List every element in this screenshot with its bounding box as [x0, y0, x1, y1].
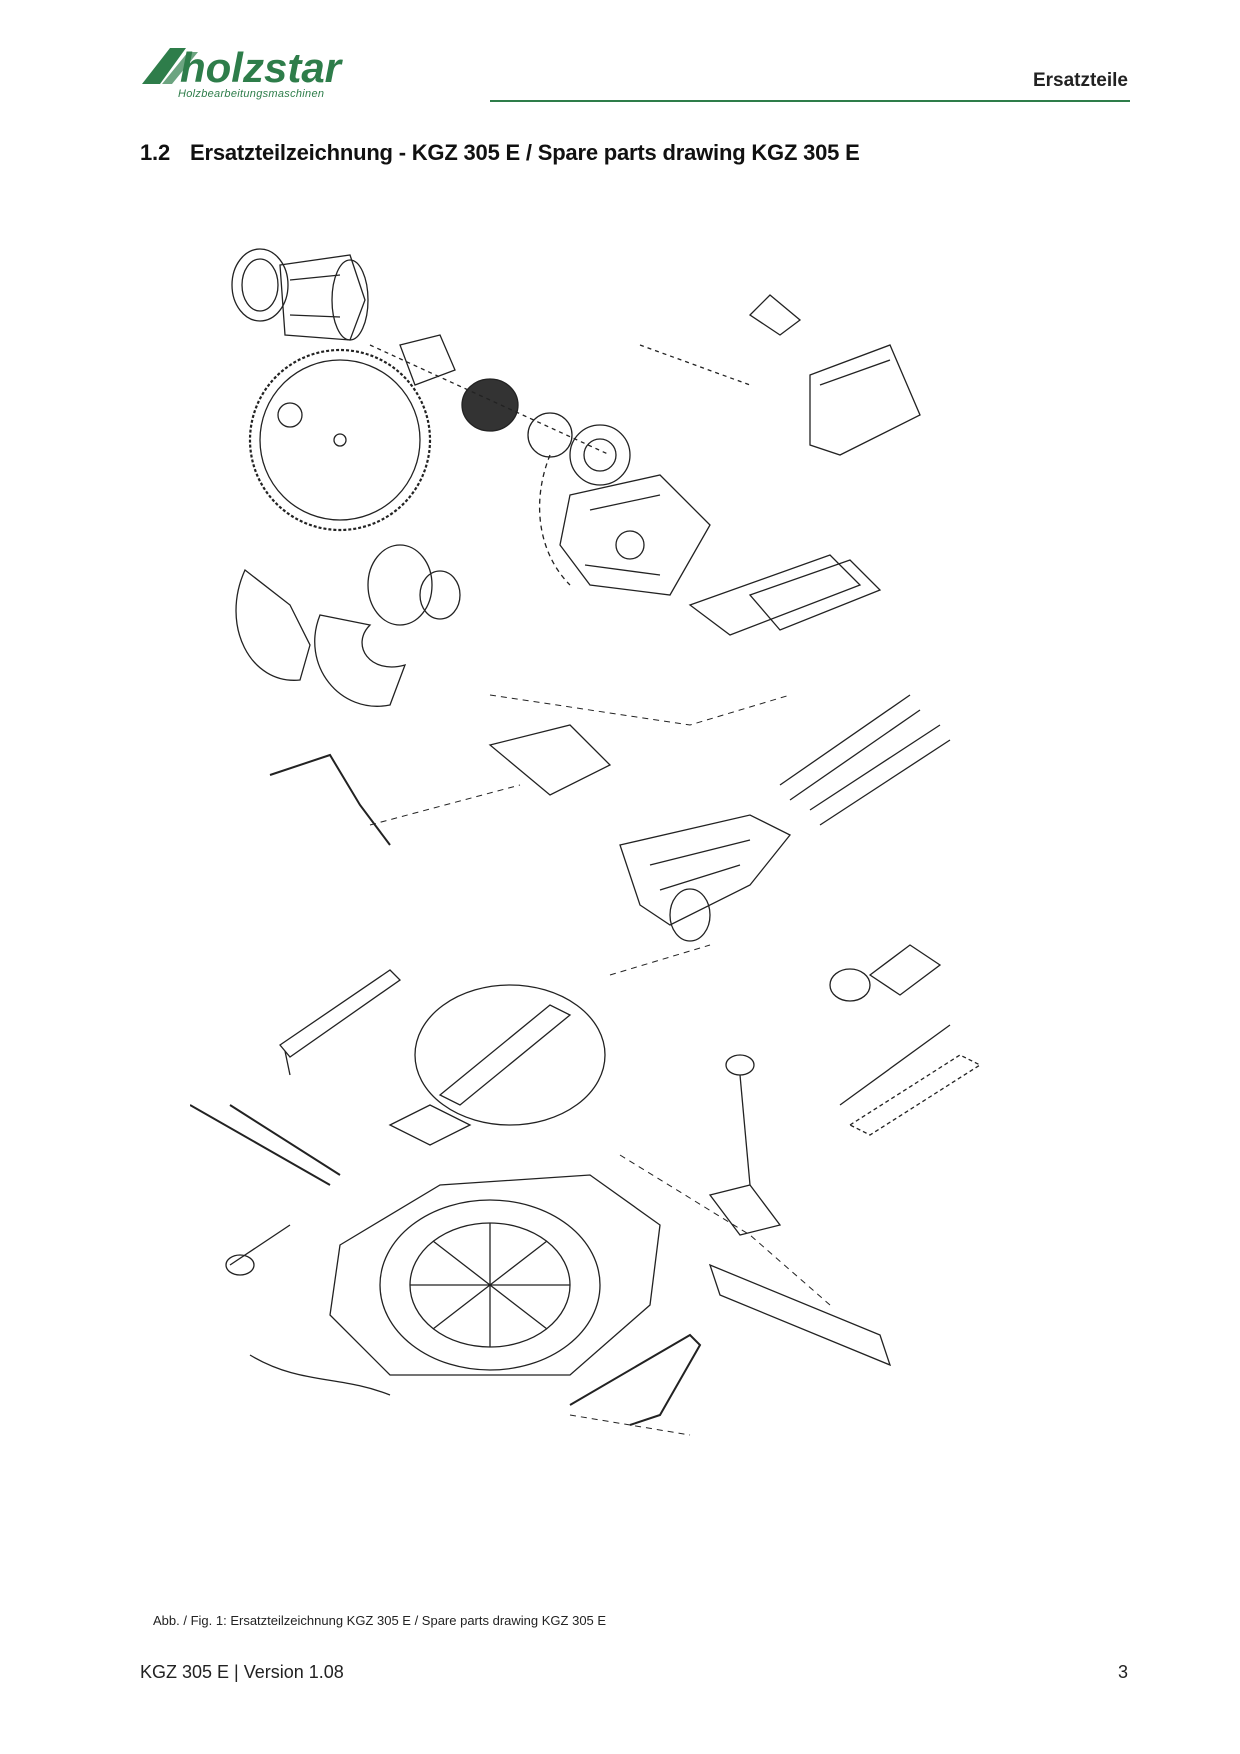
extension-table-drawing — [708, 944, 982, 1367]
blade-guard-drawing — [235, 544, 461, 707]
armature-drawing — [369, 334, 631, 486]
saw-blade-drawing — [248, 348, 432, 532]
section-number: 1.2 — [140, 140, 170, 165]
header-divider — [490, 100, 1130, 102]
handle-drawing — [639, 294, 921, 456]
exploded-view-illustration — [189, 248, 982, 1436]
brand-logo: holzstar Holzbearbeitungsmaschinen — [140, 44, 420, 106]
page-title: 1.2 Ersatzteilzeichnung - KGZ 305 E / Spa… — [140, 140, 860, 166]
motor-housing-drawing — [231, 248, 369, 341]
gear-housing-drawing — [539, 454, 711, 596]
slide-rails-drawing — [779, 694, 951, 826]
logo-tagline: Holzbearbeitungsmaschinen — [178, 88, 325, 100]
swivel-arm-drawing — [269, 724, 792, 942]
footer-model-version: KGZ 305 E | Version 1.08 — [140, 1662, 344, 1682]
holzstar-logo-mark: holzstar — [142, 44, 344, 91]
section-label: Ersatzteile — [1032, 70, 1128, 91]
section-title: Ersatzteilzeichnung - KGZ 305 E / Spare … — [190, 140, 860, 165]
figure-caption: Abb. / Fig. 1: Ersatzteilzeichnung KGZ 3… — [153, 1613, 607, 1628]
logo-wordmark: holzstar — [180, 44, 344, 91]
page-number: 3 — [1117, 1662, 1128, 1682]
belt-cover-drawing — [688, 554, 882, 636]
fence-drawing — [279, 969, 402, 1076]
turntable-drawing — [388, 984, 606, 1146]
assembly-guide-lines — [369, 694, 831, 1436]
base-drawing — [189, 1104, 702, 1426]
spare-parts-drawing — [189, 225, 1090, 1595]
